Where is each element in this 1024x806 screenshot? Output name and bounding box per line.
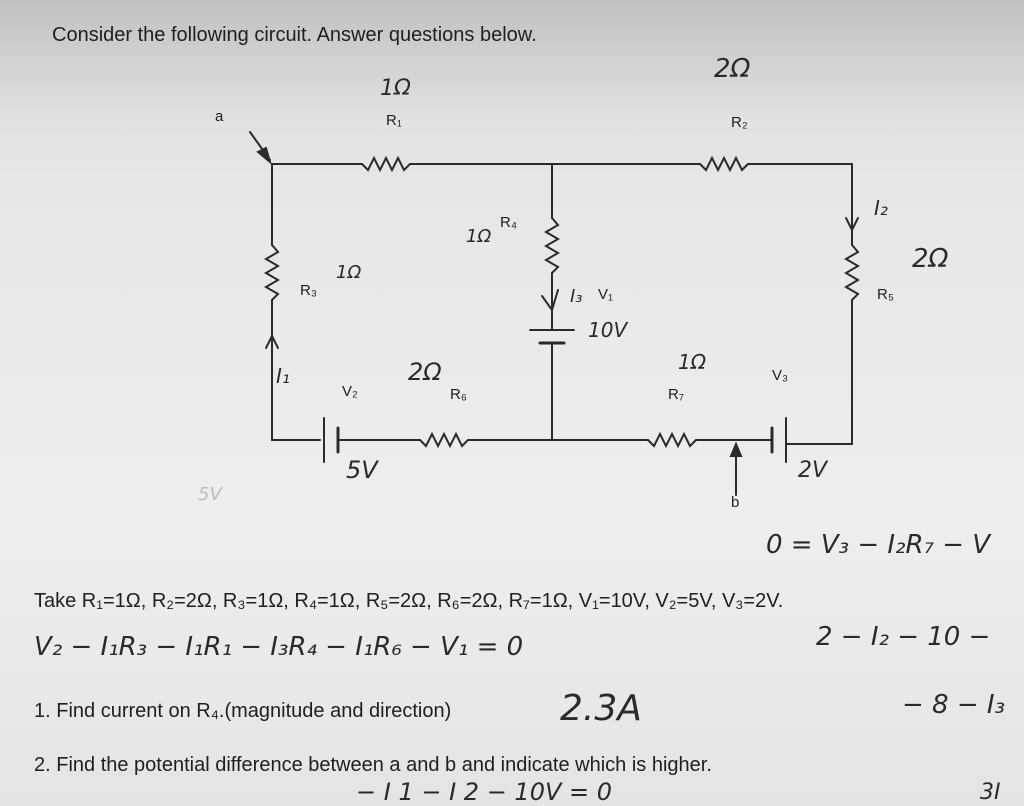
resistor-r1-zigzag (361, 155, 411, 173)
arrow-b-head (729, 441, 743, 457)
v3-label: V₃ (772, 367, 789, 384)
v2-value-note: 5V (346, 456, 378, 484)
loop-equation-note: V₂ − I₁R₃ − I₁R₁ − I₃R₄ − I₁R₆ − V₁ = 0 (34, 632, 524, 662)
resistor-r2-zigzag (699, 155, 749, 173)
r3-label: R₃ (300, 282, 317, 299)
photo-shadow (0, 0, 1024, 120)
v3-value-note: 2V (798, 458, 828, 483)
given-values: Take R₁=1Ω, R₂=2Ω, R₃=1Ω, R₄=1Ω, R₅=2Ω, … (34, 590, 784, 612)
v1-label: V₁ (598, 286, 614, 303)
i3-note: I₃ (570, 286, 583, 307)
r6-value-note: 2Ω (408, 358, 442, 386)
resistor-r5-zigzag (844, 244, 860, 301)
instruction-text: Consider the following circuit. Answer q… (52, 24, 537, 46)
current-i3-arrow (541, 289, 559, 313)
corner-note: 3I (980, 780, 1001, 805)
right-equation-note: 0 = V₃ − I₂R₇ − V (766, 530, 991, 560)
r7-label: R₇ (668, 386, 684, 403)
resistor-r3-zigzag (264, 244, 280, 301)
question-1: 1. Find current on R₄.(magnitude and dir… (34, 700, 452, 722)
r1-label: R₁ (386, 112, 402, 129)
i2-note: I₂ (874, 196, 888, 220)
r5-value-note: 2Ω (912, 244, 949, 274)
r5-label: R₅ (877, 286, 894, 303)
arrow-a-head (256, 146, 272, 165)
resistor-r7-zigzag (647, 431, 697, 449)
v1-value-note: 10V (588, 318, 628, 342)
r2-label: R₂ (731, 114, 748, 131)
r2-value-note: 2Ω (714, 54, 751, 84)
r4-value-note: 1Ω (466, 226, 492, 247)
bottom-equation-note: − I 1 − I 2 − 10V = 0 (356, 778, 613, 806)
resistor-r4-zigzag (544, 217, 560, 274)
i1-note: I₁ (276, 364, 290, 388)
v2-label: V₂ (342, 383, 358, 400)
r4-label: R₄ (500, 214, 517, 231)
node-a-label: a (215, 108, 224, 125)
faint-5v-note: 5V (198, 484, 222, 505)
r1-value-note: 1Ω (380, 76, 411, 101)
resistor-r6-zigzag (419, 431, 469, 449)
current-i2-arrow (845, 217, 859, 233)
answer-1-note: 2.3A (560, 688, 642, 729)
right-work-note-1: 2 − I₂ − 10 − (816, 622, 991, 652)
right-work-note-2: − 8 − I₃ (902, 690, 1005, 720)
r3-value-note: 1Ω (336, 262, 362, 283)
question-2: 2. Find the potential difference between… (34, 754, 712, 776)
current-i1-arrow (265, 333, 279, 349)
r6-label: R₆ (450, 386, 467, 403)
node-b-label: b (731, 494, 740, 511)
r7-value-note: 1Ω (678, 350, 707, 374)
